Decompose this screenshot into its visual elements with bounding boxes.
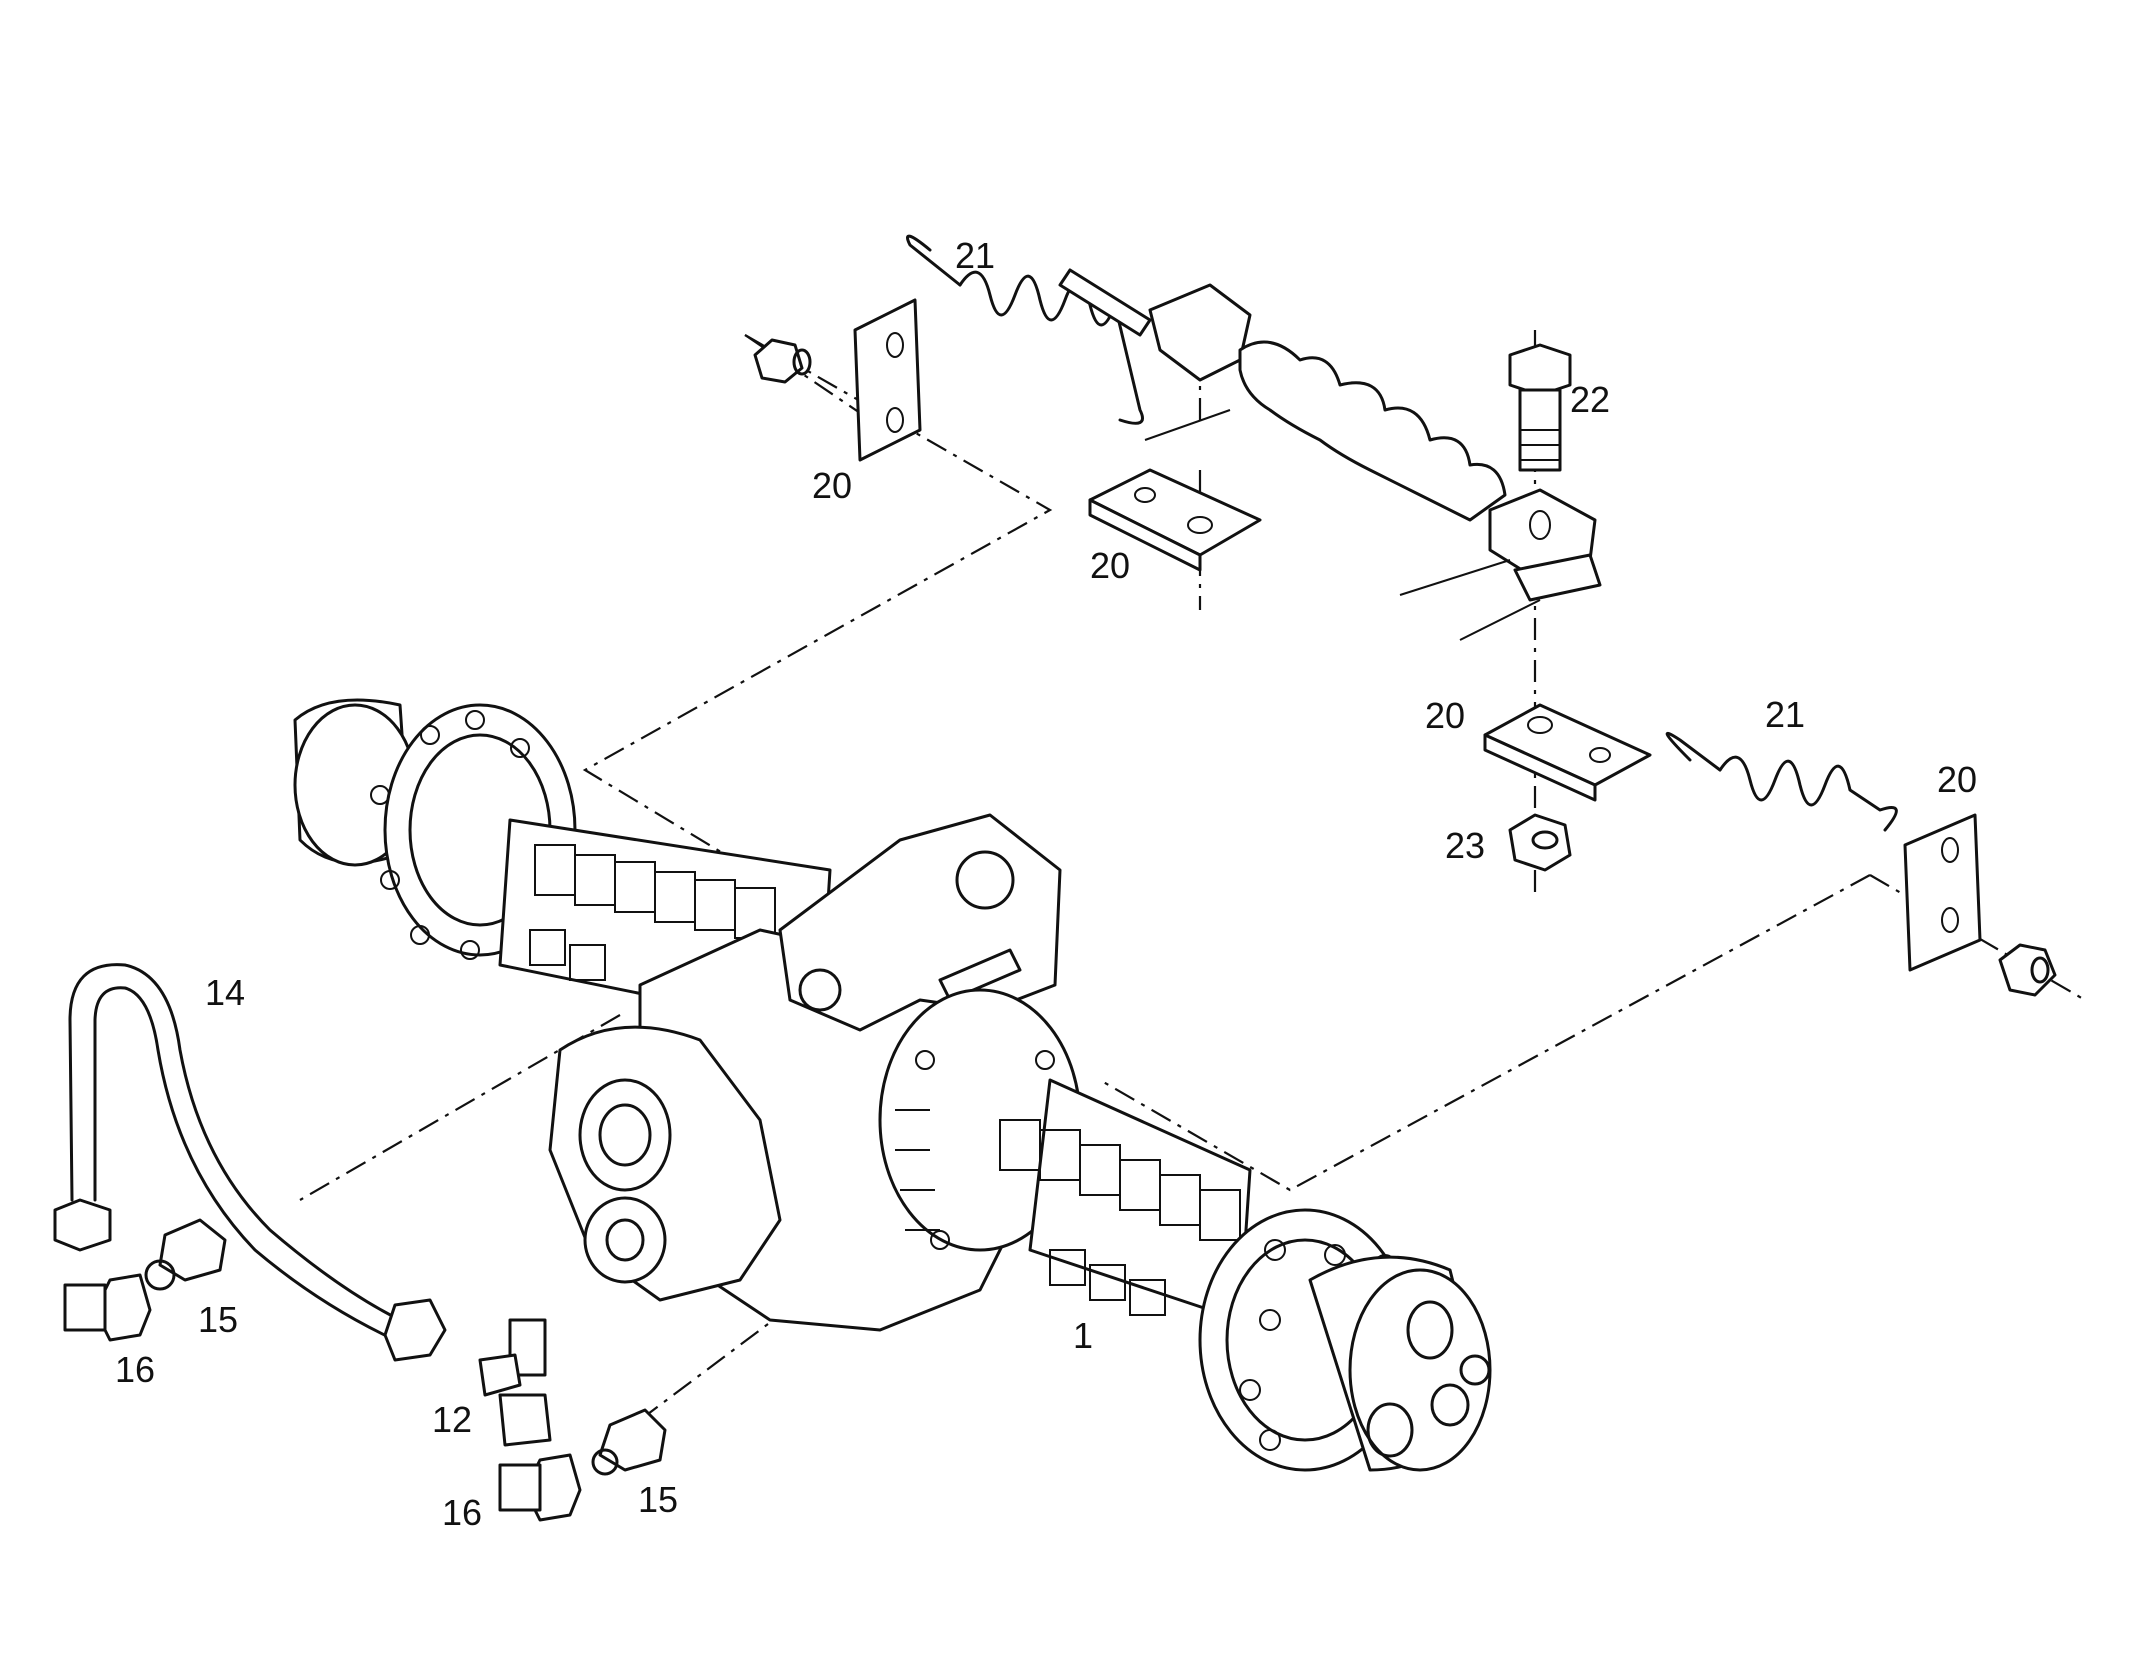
callout-20-right-plate: 20 bbox=[1425, 695, 1465, 736]
tie-rod-bellows bbox=[1058, 268, 1602, 641]
callout-16-lower: 16 bbox=[442, 1492, 482, 1533]
callout-15-lower: 15 bbox=[638, 1479, 678, 1520]
callout-12: 12 bbox=[432, 1399, 472, 1440]
hose-14 bbox=[53, 963, 447, 1362]
callout-20-far-right: 20 bbox=[1937, 759, 1977, 800]
callout-15-left: 15 bbox=[198, 1299, 238, 1340]
upper-left-linkage bbox=[753, 234, 1144, 462]
lower-right-linkage bbox=[1483, 703, 2057, 997]
fittings bbox=[63, 1218, 667, 1522]
callout-16-left: 16 bbox=[115, 1349, 155, 1390]
bolt-22 bbox=[1508, 343, 1572, 472]
axle-housing bbox=[293, 698, 1492, 1472]
callout-20-center: 20 bbox=[1090, 545, 1130, 586]
callout-1: 1 bbox=[1073, 1315, 1093, 1356]
callout-21-upper: 21 bbox=[955, 235, 995, 276]
callout-20-upper-left: 20 bbox=[812, 465, 852, 506]
callout-23: 23 bbox=[1445, 825, 1485, 866]
callout-14: 14 bbox=[205, 972, 245, 1013]
callout-labels: 1 12 14 15 15 16 16 20 20 20 20 21 21 22… bbox=[115, 235, 1977, 1533]
callout-21-right: 21 bbox=[1765, 694, 1805, 735]
callout-22: 22 bbox=[1570, 379, 1610, 420]
plate-center bbox=[1088, 468, 1262, 572]
